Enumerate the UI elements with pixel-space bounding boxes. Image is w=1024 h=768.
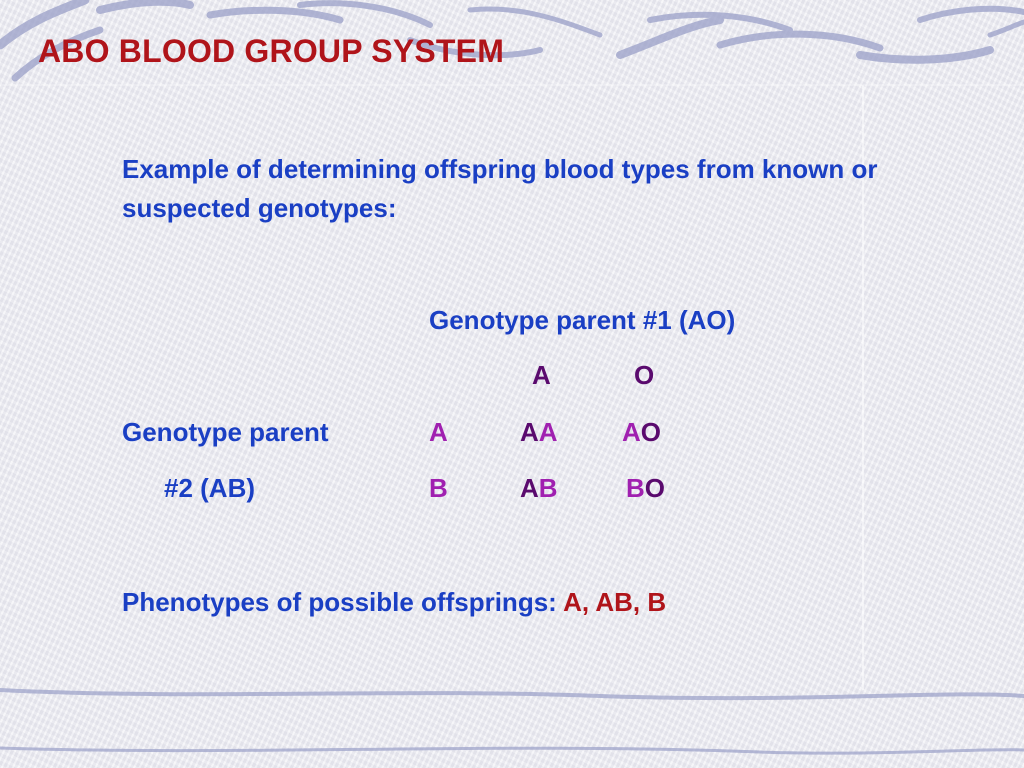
punnett-cell-aa: AA: [520, 417, 558, 447]
parent1-label: Genotype parent #1 (AO): [429, 305, 736, 335]
punnett-cell-ab: AB: [520, 473, 558, 503]
punnett-cell-bo: BO: [626, 473, 666, 503]
parent1-allele-2: O: [634, 360, 655, 390]
parent2-label-line2: #2 (AB): [164, 473, 256, 503]
slide-title: ABO BLOOD GROUP SYSTEM: [38, 33, 505, 69]
phenotypes-label: Phenotypes of possible offsprings:: [122, 587, 557, 617]
intro-text: Example of determining offspring blood t…: [122, 154, 878, 223]
parent2-allele-2: B: [429, 473, 448, 503]
punnett-cell-ao: AO: [622, 417, 662, 447]
phenotypes-line: Phenotypes of possible offsprings: A, AB…: [122, 587, 666, 618]
parent1-allele-1: A: [532, 360, 551, 390]
phenotypes-values: A, AB, B: [563, 587, 667, 617]
parent2-label-line1: Genotype parent: [122, 417, 329, 447]
parent2-allele-1: A: [429, 417, 448, 447]
